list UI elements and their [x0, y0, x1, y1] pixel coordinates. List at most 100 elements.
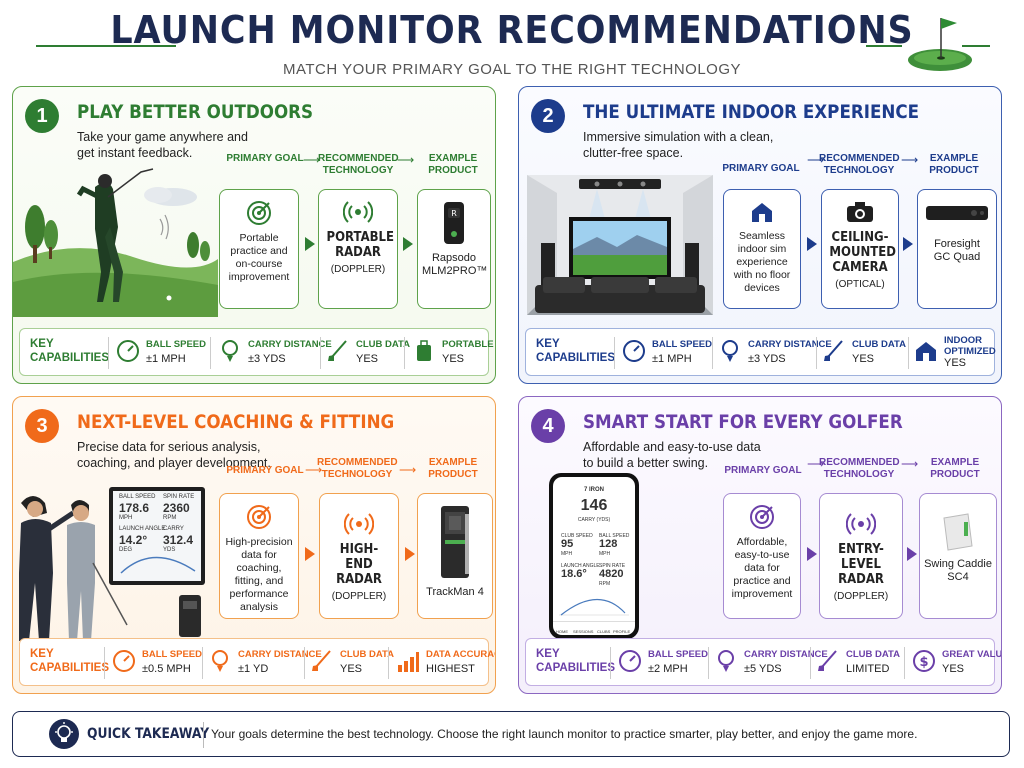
- label-primary-goal: PRIMARY GOAL: [226, 153, 304, 164]
- flow-arrow: ⟶: [807, 457, 825, 471]
- gauge-icon: [619, 650, 641, 672]
- card-primary-goal: Seamless indoor sim experience with no f…: [723, 189, 801, 309]
- svg-text:R: R: [451, 209, 457, 218]
- capability-value: YES: [442, 353, 465, 365]
- flow-arrow: ⟶: [305, 463, 323, 477]
- label-primary-goal: PRIMARY GOAL: [724, 465, 802, 476]
- goal-line: with no floor: [733, 269, 791, 281]
- tech-line: RADAR: [335, 245, 381, 260]
- lightbulb-icon: [49, 719, 79, 749]
- stat-unit: MPH: [119, 515, 133, 521]
- label-line: CAPABILITIES: [536, 662, 616, 674]
- capability-value: YES: [942, 663, 965, 675]
- flow-arrow-icon: [403, 237, 413, 251]
- phone-carry-label: CARRY (YDS): [577, 517, 611, 523]
- capability-label: CLUB DATA: [852, 339, 906, 350]
- description-line: Affordable and easy-to-use data: [583, 440, 761, 454]
- flow-arrow-icon: [903, 237, 913, 251]
- divider: [203, 722, 204, 748]
- club-icon: [328, 340, 347, 361]
- label-line: KEY: [536, 648, 560, 660]
- flow-arrow-icon: [305, 237, 315, 251]
- panel-description: Immersive simulation with a clean, clutt…: [583, 129, 813, 161]
- club-icon: [818, 650, 837, 671]
- phone-stat-unit: RPM: [599, 581, 611, 587]
- divider: [388, 647, 389, 679]
- label-line: TECHNOLOGY: [321, 469, 393, 480]
- tech-subtitle: (OPTICAL): [835, 279, 885, 290]
- flow-arrow-icon: [405, 547, 415, 561]
- tech-line: CAMERA: [832, 260, 888, 275]
- divider: [210, 337, 211, 369]
- phone-stat-value: 18.6°: [561, 568, 587, 580]
- label-line: EXAMPLE: [428, 457, 478, 468]
- capability-label: CARRY DISTANCE: [744, 649, 828, 660]
- divider: [708, 647, 709, 679]
- capability-value: YES: [944, 357, 967, 369]
- phone-nav-sessions[interactable]: SESSIONS: [573, 629, 594, 634]
- tech-line: HIGH-END: [339, 542, 379, 572]
- label-line: EXAMPLE: [428, 153, 478, 164]
- capability-label: CLUB DATA: [846, 649, 900, 660]
- quick-takeaway-bar: QUICK TAKEAWAY Your goals determine the …: [12, 711, 1010, 757]
- stat-unit: RPM: [163, 515, 177, 521]
- capability-label: CARRY DISTANCE: [748, 339, 832, 350]
- product-line: Foresight: [934, 238, 980, 250]
- ceiling-camera-bar-icon: [926, 206, 988, 220]
- phone-nav-home[interactable]: HOME: [556, 629, 568, 634]
- flow-arrow-icon: [807, 237, 817, 251]
- card-product: Swing Caddie SC4: [919, 493, 997, 619]
- target-icon: [750, 505, 774, 529]
- card-primary-goal: Portable practice and on-course improvem…: [219, 189, 299, 309]
- phone-carry-value: 146: [580, 497, 608, 514]
- divider: [712, 337, 713, 369]
- divider: [108, 337, 109, 369]
- label-line: RECOMMENDED: [317, 457, 398, 468]
- phone-nav-clubs[interactable]: CLUBS: [597, 629, 611, 634]
- panel-title: SMART START FOR EVERY GOLFER: [583, 411, 903, 433]
- description-line: Immersive simulation with a clean,: [583, 130, 774, 144]
- flow-arrow-icon: [907, 547, 917, 561]
- description-line: clutter-free space.: [583, 146, 684, 160]
- label-line: RECOMMENDED: [819, 153, 900, 164]
- capability-value: ±1 MPH: [146, 353, 186, 365]
- phone-stat-label: CLUB SPEED: [561, 533, 593, 539]
- label-line: TECHNOLOGY: [823, 469, 895, 480]
- goal-line: Affordable,: [736, 536, 788, 548]
- flow-arrow: ⟶: [397, 153, 415, 167]
- label-line: PRODUCT: [929, 165, 979, 176]
- capability-label: GREAT VALUE: [942, 649, 1002, 660]
- panel-number: 1: [25, 99, 59, 133]
- ball-tee-icon: [212, 650, 228, 672]
- flow-arrow: ⟶: [303, 153, 321, 167]
- stat-unit: DEG: [119, 547, 133, 553]
- phone-club-name: 7 IRON: [583, 487, 604, 493]
- panel-next-level-coaching: 3 NEXT-LEVEL COACHING & FITTING Precise …: [12, 396, 496, 694]
- gauge-icon: [117, 340, 139, 362]
- capability-value: ±1 MPH: [652, 353, 692, 365]
- label-line: TECHNOLOGY: [823, 165, 895, 176]
- capability-label: CARRY DISTANCE: [248, 339, 332, 350]
- capability-label: DATA ACCURACY: [426, 649, 495, 660]
- label-line: CAPABILITIES: [30, 662, 110, 674]
- dollar-icon: $: [913, 650, 935, 672]
- tech-subtitle: (DOPPLER): [833, 591, 889, 602]
- phone-nav-profile[interactable]: PROFILE: [613, 629, 631, 634]
- panel-title: NEXT-LEVEL COACHING & FITTING: [77, 411, 395, 433]
- coaching-illustration: [19, 487, 205, 641]
- radar-signal-icon: [846, 513, 876, 535]
- phone-stat-unit: MPH: [599, 551, 611, 557]
- panel-number: 3: [25, 409, 59, 443]
- home-icon: [752, 203, 772, 222]
- svg-text:$: $: [919, 655, 928, 670]
- goal-line: easy-to-use: [734, 549, 790, 561]
- panel-number: 2: [531, 99, 565, 133]
- header-line-right-2: [962, 45, 990, 47]
- phone-stat-value: 128: [599, 538, 618, 550]
